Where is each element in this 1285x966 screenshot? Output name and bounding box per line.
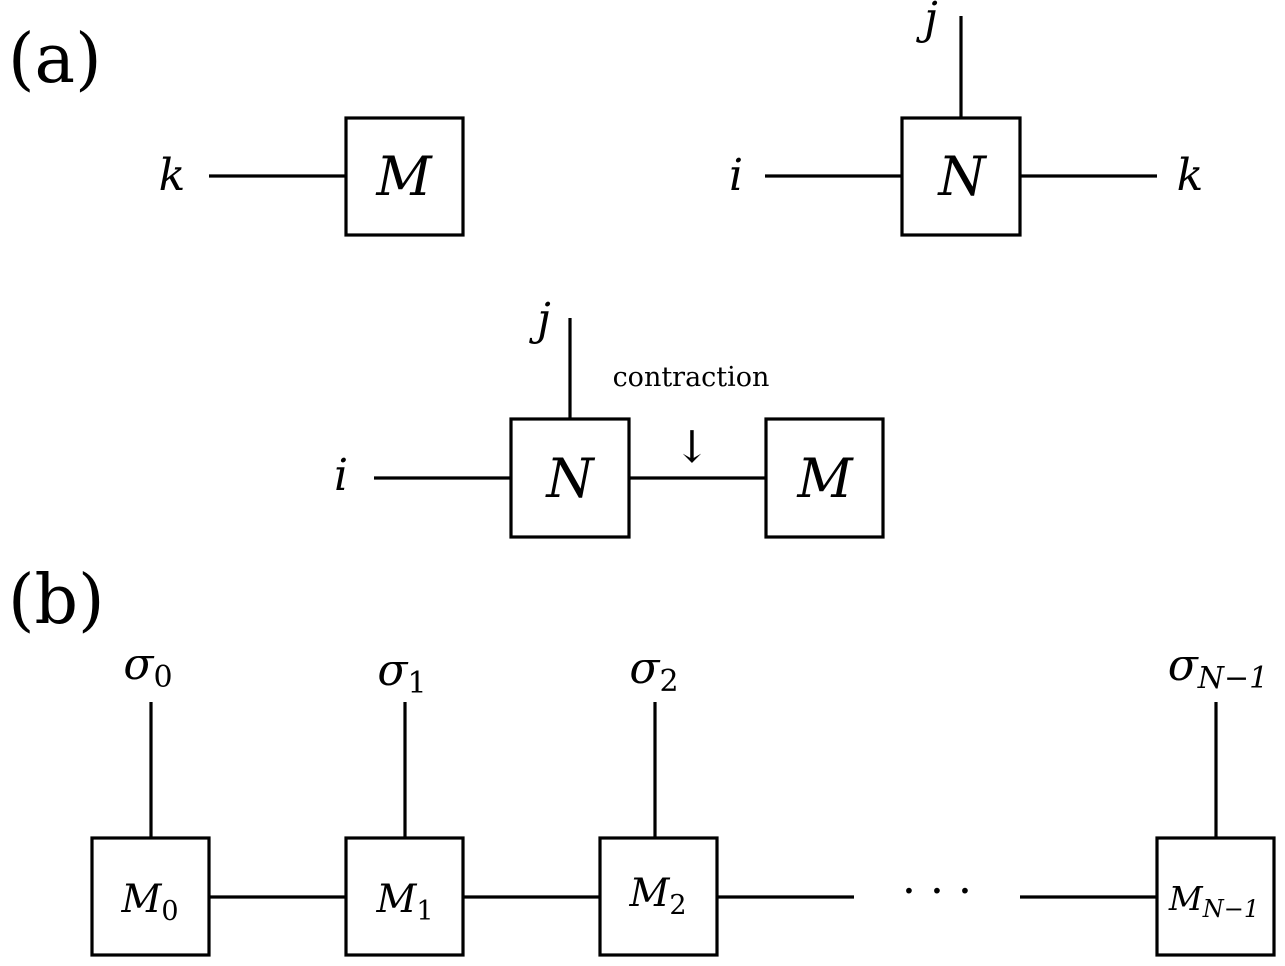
panel-b: (b) · · · M0 σ0 M1 σ1 M2 σ2: [8, 561, 1276, 957]
mps-box-0-label: M0: [120, 877, 178, 927]
panel-a-label: (a): [8, 20, 102, 99]
sigma-1-label: σ1: [377, 645, 426, 701]
mps-site-0: M0 σ0: [90, 639, 211, 957]
sigma-last-label: σN−1: [1168, 640, 1269, 696]
mps-box-2: [598, 836, 719, 957]
chain-ellipsis: · · ·: [902, 866, 972, 917]
mps-box-0: [90, 836, 211, 957]
contracted-network: N M i j contraction ↓: [334, 294, 885, 539]
mps-site-last: MN−1 σN−1: [1155, 640, 1276, 957]
contracted-m-box: [764, 417, 885, 539]
mps-site-2: M2 σ2: [598, 643, 719, 957]
sigma-0-label: σ0: [123, 639, 172, 695]
mps-site-1: M1 σ1: [344, 645, 465, 957]
mps-box-2-label: M2: [628, 871, 686, 921]
panel-a: (a) M k N i j k N M i: [8, 0, 1204, 539]
tensor-n-three-leg: N i j k: [729, 0, 1204, 237]
mps-box-1-label: M1: [375, 877, 433, 927]
mps-box-1: [344, 836, 465, 957]
contracted-leg-i-label: i: [334, 450, 348, 501]
tensor-n-label: N: [936, 145, 987, 208]
contraction-arrow-icon: ↓: [674, 422, 711, 473]
contracted-m-label: M: [796, 447, 854, 510]
mps-box-last-label: MN−1: [1168, 879, 1259, 923]
contracted-n-label: N: [544, 447, 595, 510]
tensor-m-box: [344, 116, 465, 237]
leg-k-right-label: k: [1177, 150, 1204, 201]
tensor-m-single: M k: [159, 116, 465, 237]
tensor-n-box: [900, 116, 1022, 237]
contraction-note: contraction: [613, 362, 770, 393]
leg-j-label: j: [915, 0, 938, 44]
tensor-m-label: M: [375, 145, 433, 208]
leg-k-label: k: [159, 150, 186, 201]
leg-i-label: i: [729, 150, 743, 201]
mps-box-last: [1155, 836, 1276, 957]
contracted-n-box: [509, 417, 631, 539]
contracted-leg-j-label: j: [528, 294, 551, 345]
panel-b-label: (b): [8, 561, 105, 640]
sigma-2-label: σ2: [629, 643, 678, 699]
